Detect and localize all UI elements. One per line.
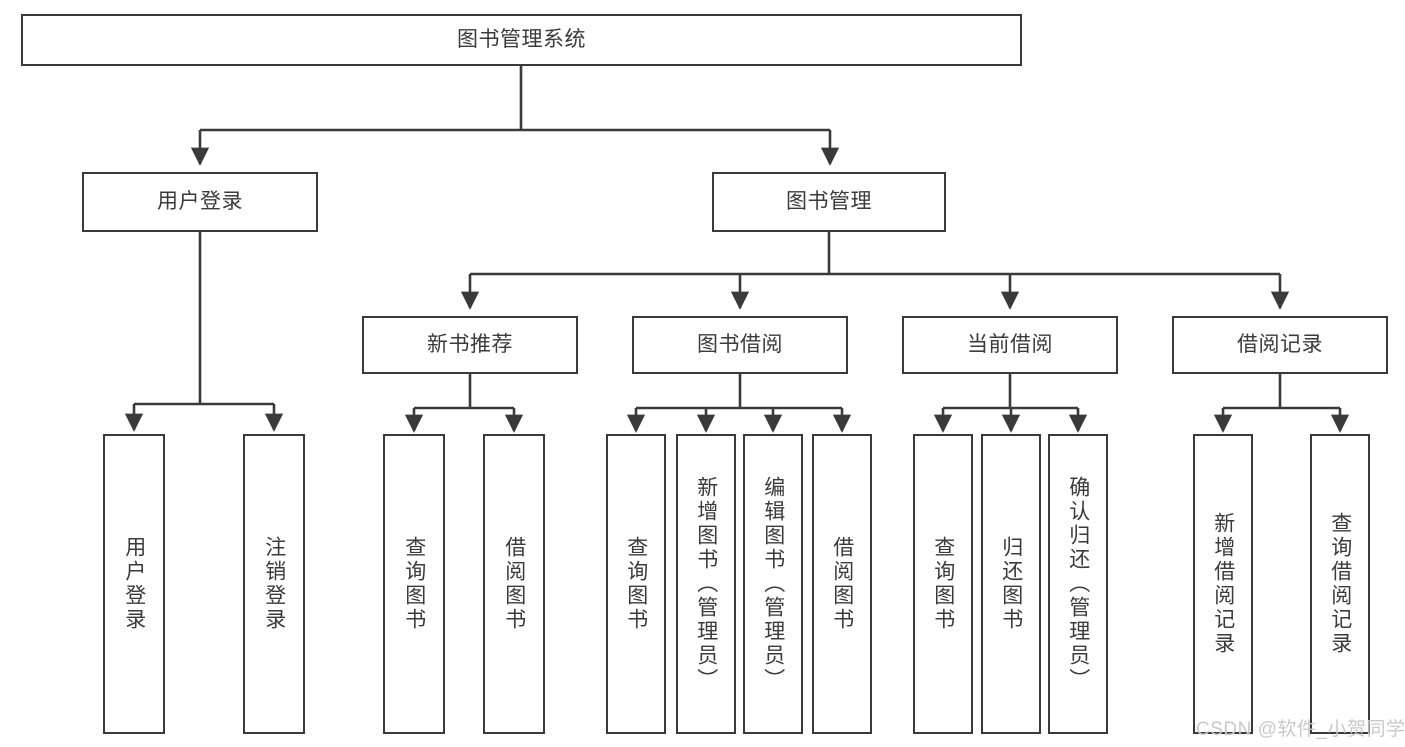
leaf-query-book-recommend[interactable]: 查询图书: [383, 434, 445, 734]
node-user-login[interactable]: 用户登录: [82, 172, 318, 232]
node-label: 图书借阅: [697, 332, 783, 356]
leaf-query-borrow-record[interactable]: 查询借阅记录: [1310, 434, 1370, 734]
leaf-add-borrow-record[interactable]: 新增借阅记录: [1193, 434, 1253, 734]
node-label: 借阅记录: [1237, 332, 1323, 356]
node-label: 当前借阅: [967, 332, 1053, 356]
leaf-return-book[interactable]: 归还图书: [981, 434, 1041, 734]
node-label: 查询图书: [402, 536, 426, 632]
leaf-logout[interactable]: 注销登录: [243, 434, 305, 734]
node-label: 查询图书: [624, 536, 648, 632]
node-label: 图书管理: [786, 189, 872, 213]
node-current-borrow[interactable]: 当前借阅: [902, 316, 1118, 374]
node-label: 借阅图书: [502, 536, 526, 632]
node-book-borrow[interactable]: 图书借阅: [632, 316, 848, 374]
node-label: 查询借阅记录: [1328, 512, 1352, 656]
node-borrow-record[interactable]: 借阅记录: [1172, 316, 1388, 374]
leaf-borrow-book-recommend[interactable]: 借阅图书: [483, 434, 545, 734]
leaf-borrow-book[interactable]: 借阅图书: [812, 434, 872, 734]
node-label: 用户登录: [157, 189, 243, 213]
leaf-confirm-return-admin[interactable]: 确认归还（管理员）: [1048, 434, 1108, 734]
leaf-edit-book-admin[interactable]: 编辑图书（管理员）: [743, 434, 803, 734]
node-label: 编辑图书（管理员）: [761, 476, 785, 692]
node-label: 确认归还（管理员）: [1066, 476, 1090, 692]
leaf-query-book-current[interactable]: 查询图书: [913, 434, 973, 734]
node-book-management[interactable]: 图书管理: [712, 172, 946, 232]
node-label: 新增借阅记录: [1211, 512, 1235, 656]
node-new-book-recommend[interactable]: 新书推荐: [362, 316, 578, 374]
node-label: 用户登录: [122, 536, 146, 632]
node-label: 注销登录: [262, 536, 286, 632]
node-label: 新增图书（管理员）: [694, 476, 718, 692]
csdn-watermark: CSDN @软件_小贺同学: [1196, 719, 1405, 740]
node-label: 借阅图书: [830, 536, 854, 632]
leaf-query-book-borrow[interactable]: 查询图书: [606, 434, 666, 734]
leaf-user-login[interactable]: 用户登录: [103, 434, 165, 734]
leaf-add-book-admin[interactable]: 新增图书（管理员）: [676, 434, 736, 734]
node-label: 归还图书: [999, 536, 1023, 632]
node-root-book-management-system[interactable]: 图书管理系统: [21, 14, 1022, 66]
node-label: 图书管理系统: [457, 27, 586, 51]
node-label: 查询图书: [931, 536, 955, 632]
node-label: 新书推荐: [427, 332, 513, 356]
